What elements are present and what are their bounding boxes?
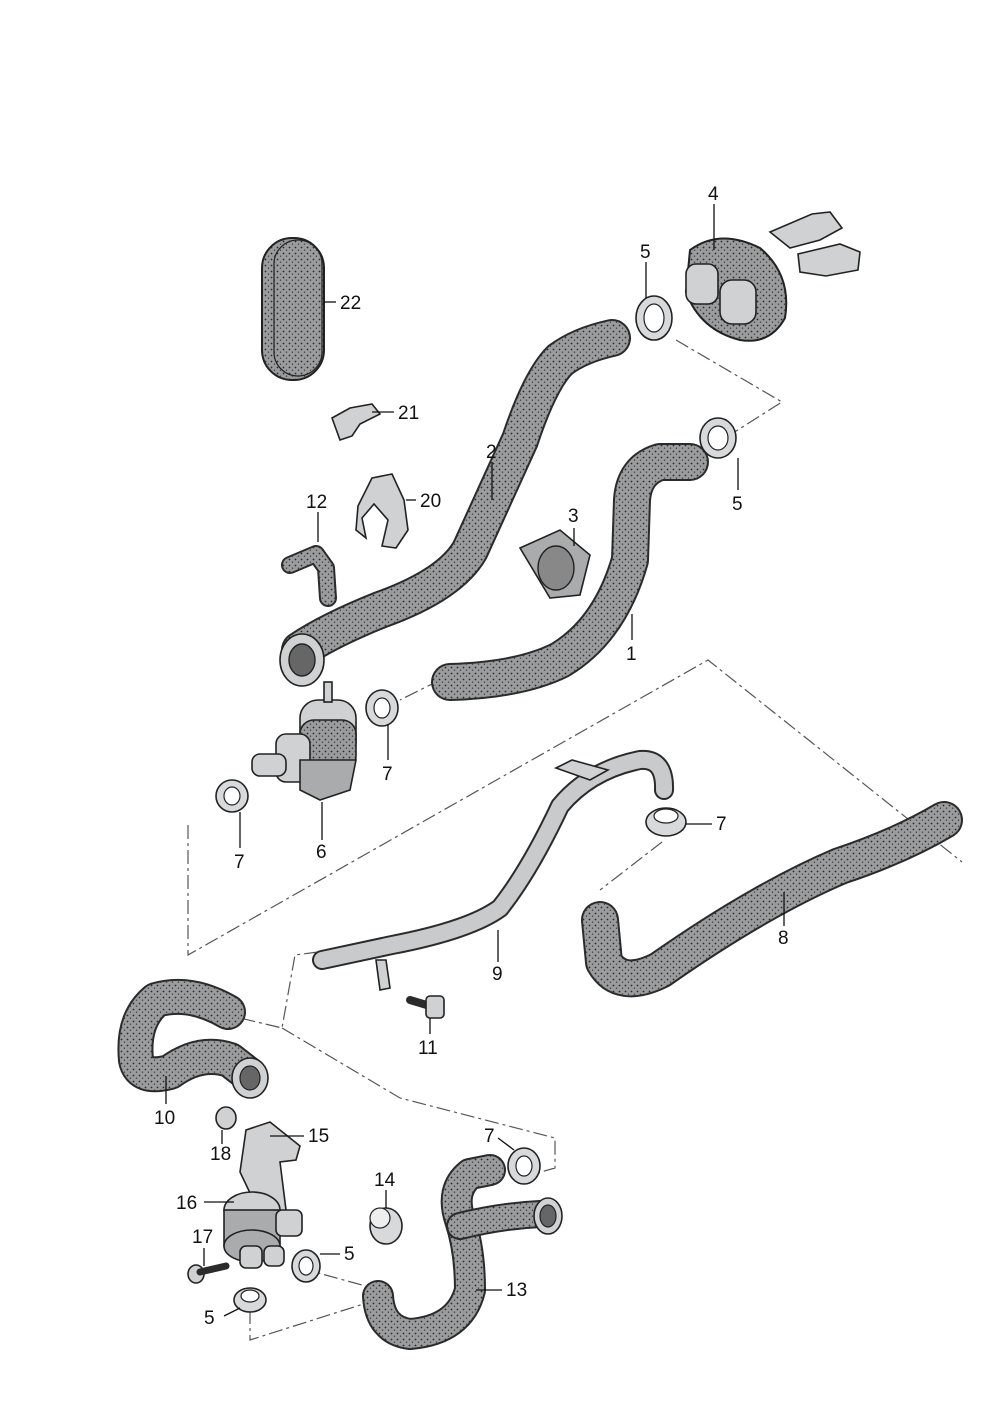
label-2: 2 bbox=[486, 442, 497, 463]
part-21-clip bbox=[331, 403, 382, 442]
part-17-bolt bbox=[187, 1262, 230, 1284]
label-5-pump: 5 bbox=[344, 1244, 355, 1265]
clamp-5-right bbox=[699, 417, 737, 459]
part-2-hose bbox=[279, 319, 631, 687]
label-10: 10 bbox=[154, 1108, 175, 1129]
part-13-hose bbox=[362, 1154, 563, 1350]
part-12-small-hose bbox=[281, 545, 337, 607]
label-5-bottom: 5 bbox=[204, 1308, 215, 1329]
label-15: 15 bbox=[308, 1126, 329, 1147]
label-8: 8 bbox=[778, 928, 789, 949]
part-1-hose bbox=[431, 443, 709, 701]
label-16: 16 bbox=[176, 1193, 197, 1214]
clamp-5-top bbox=[635, 295, 673, 341]
leader-lines bbox=[165, 204, 785, 1317]
clamp-5-lower-right bbox=[291, 1249, 321, 1283]
label-12: 12 bbox=[306, 492, 327, 513]
clamp-5-lower-left bbox=[233, 1287, 267, 1313]
label-9: 9 bbox=[492, 964, 503, 985]
part-4-bulkhead-seal bbox=[684, 211, 861, 342]
label-4: 4 bbox=[708, 184, 719, 205]
part-11-bolt bbox=[406, 995, 445, 1019]
label-14: 14 bbox=[374, 1170, 396, 1191]
label-1: 1 bbox=[626, 644, 637, 665]
part-22-cover bbox=[261, 237, 325, 381]
label-7-pipe: 7 bbox=[716, 814, 727, 835]
label-7-bottom: 7 bbox=[484, 1126, 495, 1147]
label-21: 21 bbox=[398, 403, 419, 424]
part-labels: 4 5 22 21 2 20 12 5 3 1 7 7 6 7 8 9 11 1… bbox=[154, 184, 789, 1329]
label-20: 20 bbox=[420, 491, 441, 512]
label-6: 6 bbox=[316, 842, 327, 863]
label-5-right: 5 bbox=[732, 494, 743, 515]
part-10-hose bbox=[117, 978, 269, 1099]
label-18: 18 bbox=[210, 1144, 231, 1165]
label-3: 3 bbox=[568, 506, 579, 527]
label-17: 17 bbox=[192, 1227, 213, 1248]
clamp-7-valve bbox=[365, 689, 399, 727]
label-22: 22 bbox=[340, 293, 361, 314]
assembly-lines bbox=[187, 339, 963, 1341]
clamp-7-pipe bbox=[645, 807, 687, 837]
part-15-bracket bbox=[239, 1121, 301, 1215]
part-20-clip bbox=[355, 473, 409, 549]
part-3-grommet bbox=[518, 529, 591, 599]
part-16-pump bbox=[223, 1191, 303, 1269]
part-8-hose bbox=[581, 801, 963, 998]
part-14-cap bbox=[369, 1207, 403, 1245]
label-5: 5 bbox=[640, 242, 651, 263]
clamp-7-left bbox=[215, 779, 249, 813]
clamp-7-bottom bbox=[507, 1147, 541, 1185]
label-7-left: 7 bbox=[234, 852, 245, 873]
part-9-metal-pipe bbox=[312, 749, 674, 991]
part-18-nut bbox=[215, 1106, 237, 1130]
label-7-valve: 7 bbox=[382, 764, 393, 785]
part-6-valve bbox=[251, 681, 357, 801]
label-11: 11 bbox=[418, 1038, 438, 1059]
label-13: 13 bbox=[506, 1280, 527, 1301]
